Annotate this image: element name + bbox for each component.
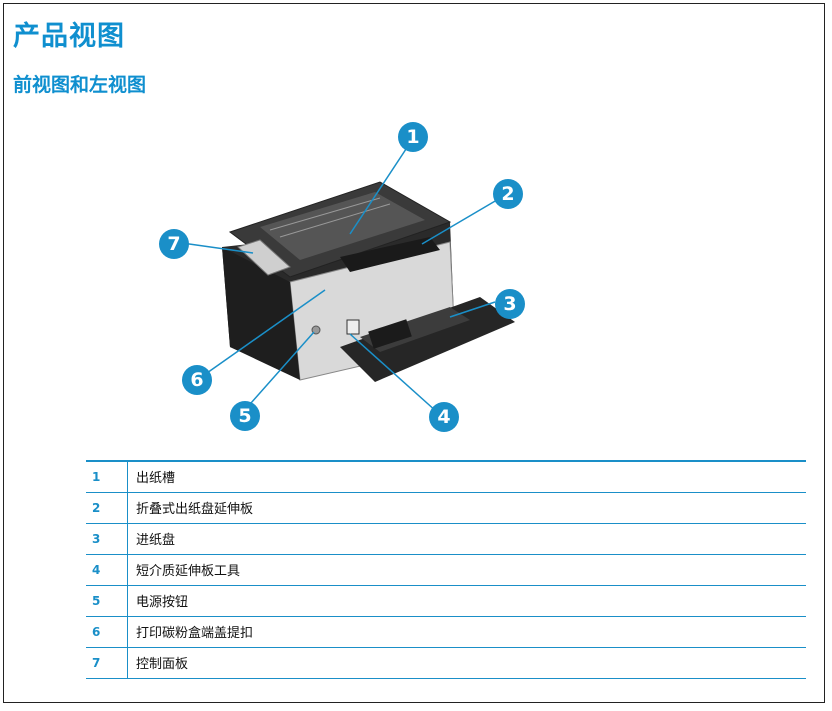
table-row: 1 出纸槽 — [86, 460, 806, 493]
legend-number: 5 — [86, 585, 128, 617]
printer-drawing — [174, 139, 515, 413]
leader-3 — [449, 301, 496, 318]
leader-5 — [242, 331, 315, 413]
table-row: 4 短介质延伸板工具 — [86, 554, 806, 586]
slot-line — [279, 203, 391, 238]
page-title: 产品视图 — [13, 21, 125, 52]
legend-label: 电源按钮 — [127, 585, 806, 617]
legend-number: 1 — [86, 460, 128, 493]
legend-number: 2 — [86, 492, 128, 524]
legend-label: 控制面板 — [127, 647, 806, 679]
callout-4: 4 — [429, 402, 459, 432]
output-slot — [260, 192, 425, 260]
legend-number: 7 — [86, 647, 128, 679]
control-panel-shape — [237, 239, 291, 276]
leader-6 — [196, 289, 326, 381]
section-title: 前视图和左视图 — [13, 74, 147, 96]
callout-7: 7 — [159, 229, 189, 259]
callout-3: 3 — [495, 289, 525, 319]
media-guide — [368, 319, 412, 349]
legend-number: 4 — [86, 554, 128, 586]
short-media-tool — [346, 319, 360, 335]
table-row: 7 控制面板 — [86, 647, 806, 679]
output-extension — [340, 237, 440, 272]
legend-number: 3 — [86, 523, 128, 555]
callout-5: 5 — [230, 401, 260, 431]
printer-illustration: 1 2 3 4 5 6 7 — [150, 112, 540, 442]
legend-label: 短介质延伸板工具 — [127, 554, 806, 586]
table-row: 5 电源按钮 — [86, 585, 806, 617]
leader-2 — [421, 196, 503, 245]
callout-6: 6 — [182, 365, 212, 395]
table-row: 2 折叠式出纸盘延伸板 — [86, 492, 806, 524]
legend-label: 进纸盘 — [127, 523, 806, 555]
leader-1 — [349, 139, 413, 235]
legend-table: 1 出纸槽 2 折叠式出纸盘延伸板 3 进纸盘 4 短介质延伸板工具 5 电源按… — [86, 460, 806, 679]
legend-number: 6 — [86, 616, 128, 648]
table-row: 6 打印碳粉盒端盖提扣 — [86, 616, 806, 648]
table-row: 3 进纸盘 — [86, 523, 806, 555]
legend-label: 出纸槽 — [127, 460, 806, 493]
slot-line — [269, 197, 381, 231]
legend-label: 折叠式出纸盘延伸板 — [127, 492, 806, 524]
printer-side — [222, 247, 300, 380]
callout-2: 2 — [493, 179, 523, 209]
leader-4 — [349, 333, 438, 413]
callout-1: 1 — [398, 122, 428, 152]
legend-label: 打印碳粉盒端盖提扣 — [127, 616, 806, 648]
input-tray — [340, 297, 515, 382]
